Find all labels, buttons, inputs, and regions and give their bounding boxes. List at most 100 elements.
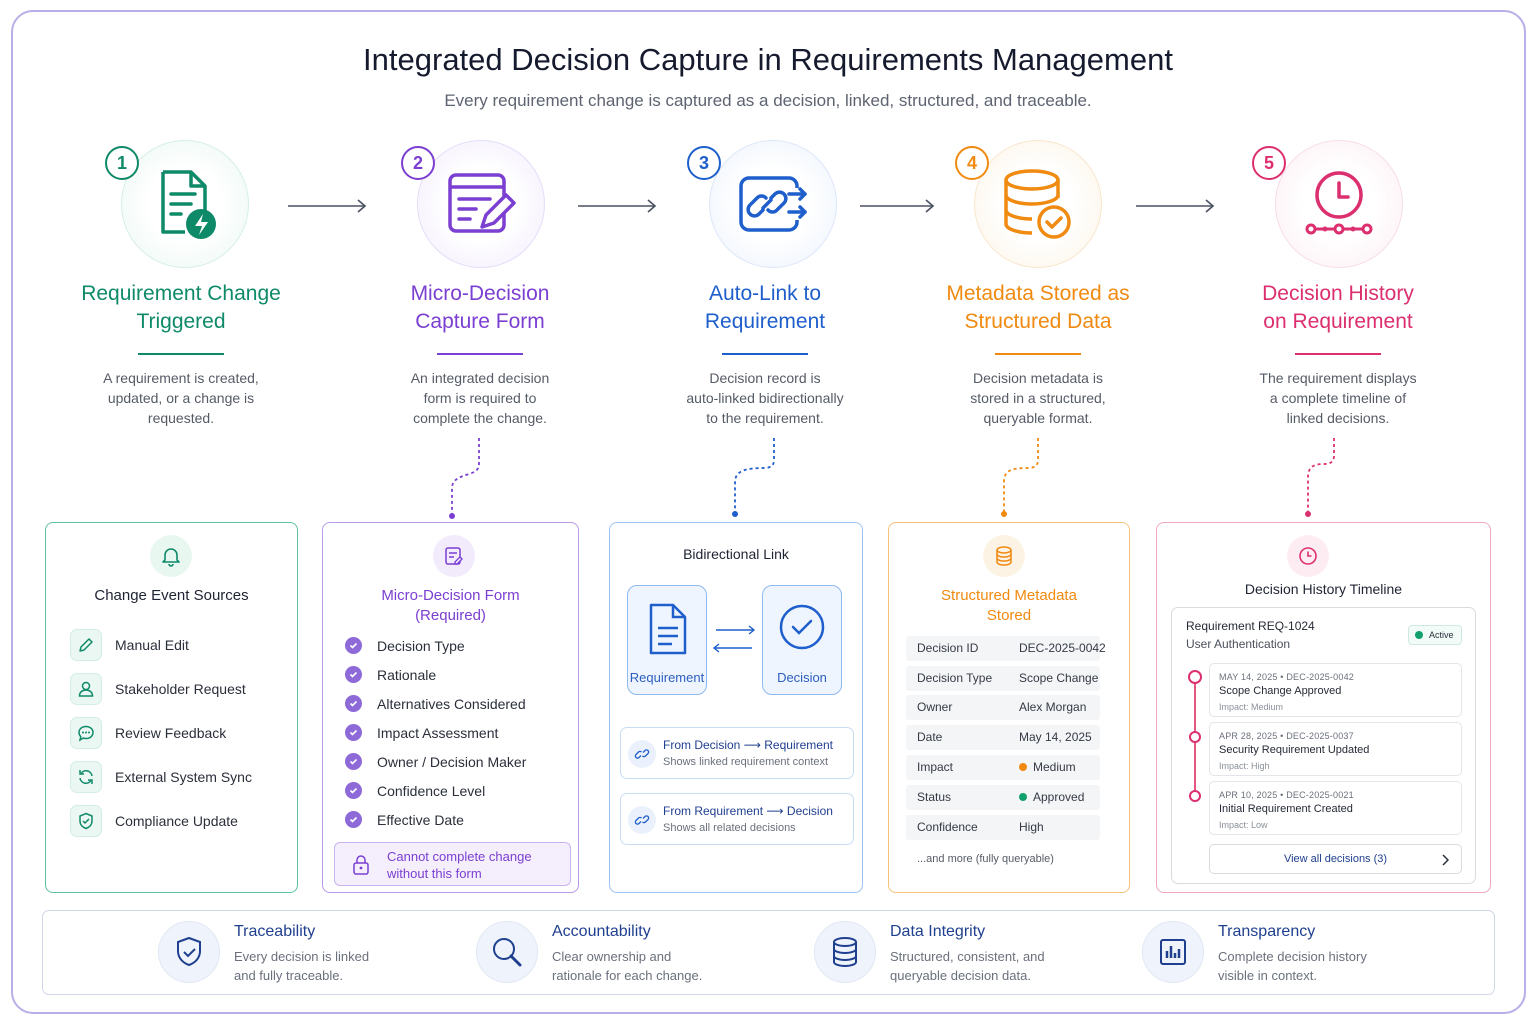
step-2-icon-circle bbox=[417, 140, 545, 268]
step-3-underline bbox=[722, 353, 808, 355]
arrow-step-1-to-2 bbox=[288, 199, 367, 213]
link-from-decision: From Decision ⟶ Requirement Shows linked… bbox=[620, 727, 854, 779]
step-4-underline bbox=[995, 353, 1081, 355]
step-4-icon-circle bbox=[974, 140, 1102, 268]
link-icon bbox=[628, 740, 656, 768]
person-icon bbox=[70, 673, 102, 705]
step-5-icon-circle bbox=[1275, 140, 1403, 268]
check-icon bbox=[345, 724, 362, 741]
step-2-underline bbox=[437, 353, 523, 355]
shield-check-icon bbox=[70, 805, 102, 837]
form-field-alternatives: Alternatives Considered bbox=[345, 695, 526, 712]
check-icon bbox=[345, 753, 362, 770]
bidirectional-link-title: Bidirectional Link bbox=[683, 546, 789, 562]
source-external-system-sync: External System Sync bbox=[70, 761, 252, 793]
connector-step-4 bbox=[1001, 438, 1039, 517]
step-1-underline bbox=[138, 353, 224, 355]
view-all-decisions-button[interactable]: View all decisions (3) bbox=[1209, 844, 1462, 874]
change-event-sources-card: Change Event Sources Manual Edit Stakeho… bbox=[45, 522, 298, 893]
document-icon bbox=[649, 603, 687, 655]
impact-medium-dot bbox=[1019, 763, 1027, 771]
sync-icon bbox=[70, 761, 102, 793]
arrow-step-3-to-4 bbox=[860, 199, 935, 213]
link-from-requirement: From Requirement ⟶ Decision Shows all re… bbox=[620, 793, 854, 845]
source-compliance-update: Compliance Update bbox=[70, 805, 238, 837]
pencil-icon bbox=[70, 629, 102, 661]
step-2-number-badge: 2 bbox=[401, 146, 435, 180]
bidirectional-arrows-icon bbox=[712, 625, 756, 653]
bar-chart-icon bbox=[1142, 921, 1204, 983]
connector-step-5 bbox=[1305, 438, 1335, 517]
check-circle-icon bbox=[779, 604, 825, 650]
requirement-id: Requirement REQ-1024 bbox=[1186, 619, 1315, 633]
check-icon bbox=[345, 782, 362, 799]
form-field-rationale: Rationale bbox=[345, 666, 436, 683]
timeline-node bbox=[1189, 731, 1201, 743]
step-5-number-badge: 5 bbox=[1252, 146, 1286, 180]
timeline-node bbox=[1188, 670, 1202, 684]
connector-step-2 bbox=[449, 438, 480, 519]
check-icon bbox=[345, 637, 362, 654]
step-4-number-badge: 4 bbox=[955, 146, 989, 180]
arrow-step-4-to-5 bbox=[1136, 199, 1215, 213]
bidirectional-link-card: Bidirectional Link Requirement Decision … bbox=[609, 522, 863, 893]
step-3-icon-circle bbox=[709, 140, 837, 268]
micro-decision-form-card: Micro-Decision Form(Required) Decision T… bbox=[322, 522, 579, 893]
database-icon bbox=[983, 535, 1025, 577]
form-field-impact-assessment: Impact Assessment bbox=[345, 724, 498, 741]
status-approved-dot bbox=[1019, 793, 1027, 801]
chat-bubble-icon bbox=[70, 717, 102, 749]
decision-history-title: Decision History Timeline bbox=[1244, 581, 1403, 597]
requirement-box: Requirement bbox=[627, 585, 707, 695]
decision-history-card: Decision History Timeline Requirement RE… bbox=[1156, 522, 1491, 893]
check-icon bbox=[345, 666, 362, 683]
bell-icon bbox=[150, 535, 192, 577]
micro-decision-form-title: Micro-Decision Form(Required) bbox=[381, 587, 520, 624]
arrow-step-2-to-3 bbox=[578, 199, 657, 213]
lock-icon bbox=[353, 855, 369, 875]
database-check-icon bbox=[1004, 169, 1071, 239]
status-badge: Active bbox=[1408, 625, 1462, 645]
connector-step-3 bbox=[732, 438, 775, 517]
source-review-feedback: Review Feedback bbox=[70, 717, 226, 749]
form-field-effective-date: Effective Date bbox=[345, 811, 464, 828]
step-5-underline bbox=[1295, 353, 1381, 355]
source-stakeholder-request: Stakeholder Request bbox=[70, 673, 246, 705]
change-event-sources-title: Change Event Sources bbox=[94, 587, 249, 604]
requirement-name: User Authentication bbox=[1186, 637, 1291, 651]
page-subtitle: Every requirement change is captured as … bbox=[444, 91, 1092, 110]
shield-check-icon bbox=[158, 921, 220, 983]
database-icon bbox=[814, 921, 876, 983]
step-3-number-badge: 3 bbox=[687, 146, 721, 180]
form-field-decision-type: Decision Type bbox=[345, 637, 465, 654]
magnifier-icon bbox=[476, 921, 538, 983]
form-pencil-icon bbox=[448, 173, 516, 233]
step-1-description: A requirement is created,updated, or a c… bbox=[103, 370, 259, 426]
form-field-owner: Owner / Decision Maker bbox=[345, 753, 526, 770]
chevron-right-icon bbox=[1442, 854, 1449, 866]
document-lightning-icon bbox=[161, 170, 216, 239]
